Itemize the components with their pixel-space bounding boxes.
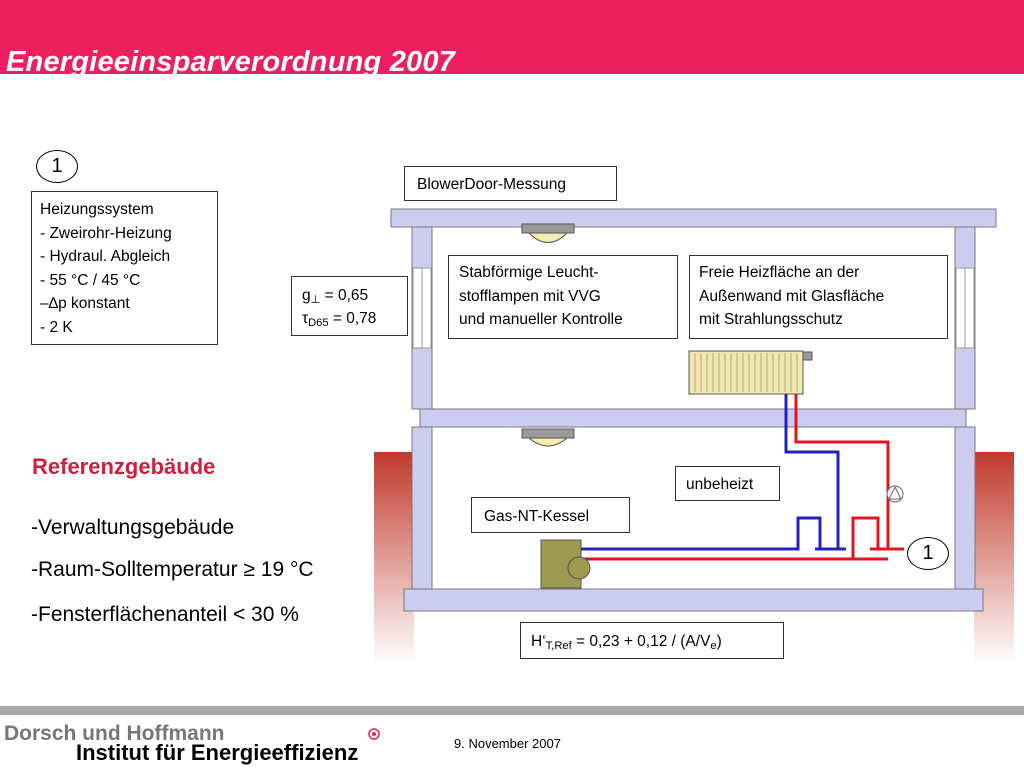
heating-line: - 55 °C / 45 °C (40, 271, 141, 289)
right-wall-lower (954, 426, 976, 590)
logo-institute: Institut für Energieeffizienz (76, 740, 359, 765)
formula-part: ) (716, 633, 722, 650)
radiator (688, 350, 813, 395)
formula-part: H‘ (531, 633, 546, 650)
boiler-label: Gas-NT-Kessel (471, 497, 630, 533)
logo-flower-icon (368, 728, 380, 740)
heating-line: - Hydraul. Abgleich (40, 248, 171, 265)
tau-symbol: τ (302, 310, 309, 327)
formula-sub: e (710, 639, 717, 652)
lamp-upper (521, 223, 575, 243)
heating-line: - Zweirohr-Heizung (40, 224, 172, 242)
heater-line: Freie Heizfläche an der (699, 264, 860, 281)
formula-sub: T,Ref (545, 639, 572, 652)
reference-item-building-type: -Verwaltungsgebäude (31, 516, 235, 539)
lamp-lower (521, 428, 575, 447)
lamps-line: Stabförmige Leucht- (459, 264, 599, 281)
footer-divider (0, 706, 1024, 715)
g-value: = 0,65 (320, 287, 369, 304)
floor-slab (403, 588, 984, 612)
heater-line: mit Strahlungsschutz (699, 311, 843, 328)
middle-slab (419, 408, 967, 428)
logo-company: Dorsch und Hoffmann (4, 722, 225, 745)
left-wall-lower (411, 426, 433, 590)
blowerdoor-label: BlowerDoor-Messung (404, 166, 617, 201)
heating-system-box: Heizungssystem - Zweirohr-Heizung - Hydr… (31, 191, 218, 345)
heater-line: Außenwand mit Glasfläche (699, 287, 885, 305)
heater-label: Freie Heizfläche an der Außenwand mit Gl… (689, 255, 948, 339)
unheated-label: unbeheizt (675, 466, 780, 501)
boiler (540, 539, 591, 589)
reference-item-window-ratio: -Fensterflächenanteil < 30 % (31, 603, 299, 626)
pipe-return (578, 394, 846, 551)
reference-item-room-temperature: -Raum-Solltemperatur ≥ 19 °C (31, 558, 314, 582)
page-title: Energieeinsparverordnung 2007 (6, 46, 456, 74)
header-bar: Energieeinsparverordnung 2007 (0, 0, 1024, 74)
g-symbol: g (302, 287, 311, 304)
ground-right (974, 452, 1014, 664)
g-sub: ⊥ (310, 293, 321, 306)
heating-line: –∆p konstant (40, 295, 130, 312)
pump-icon (886, 485, 904, 503)
marker-1-top: 1 (36, 150, 78, 183)
marker-1-right: 1 (907, 537, 949, 570)
formula-box: H‘T,Ref = 0,23 + 0,12 / (A/Ve) (520, 622, 784, 659)
lamps-line: stofflampen mit VVG (459, 287, 601, 305)
formula-part: = 0,23 + 0,12 / (A/V (571, 633, 711, 650)
temp-operator: ≥ (243, 558, 255, 581)
footer-date: 9. November 2007 (454, 736, 561, 751)
lamps-line: und manueller Kontrolle (459, 311, 623, 328)
tau-sub: D65 (308, 316, 329, 329)
lamps-label: Stabförmige Leucht- stofflampen mit VVG … (448, 255, 678, 339)
ground-left (374, 452, 414, 664)
tau-value-line: τD65 = 0,78 (302, 307, 397, 330)
temp-value: 19 °C (254, 558, 314, 581)
heating-line: Heizungssystem (40, 201, 154, 218)
g-value-line: g⊥ = 0,65 (302, 284, 397, 307)
glazing-values-box: g⊥ = 0,65 τD65 = 0,78 (291, 276, 408, 336)
heating-line: - 2 K (40, 318, 73, 336)
roof-slab (390, 208, 997, 228)
temp-label: -Raum-Solltemperatur (31, 558, 244, 581)
tau-value: = 0,78 (328, 310, 377, 327)
reference-title: Referenzgebäude (32, 454, 216, 479)
